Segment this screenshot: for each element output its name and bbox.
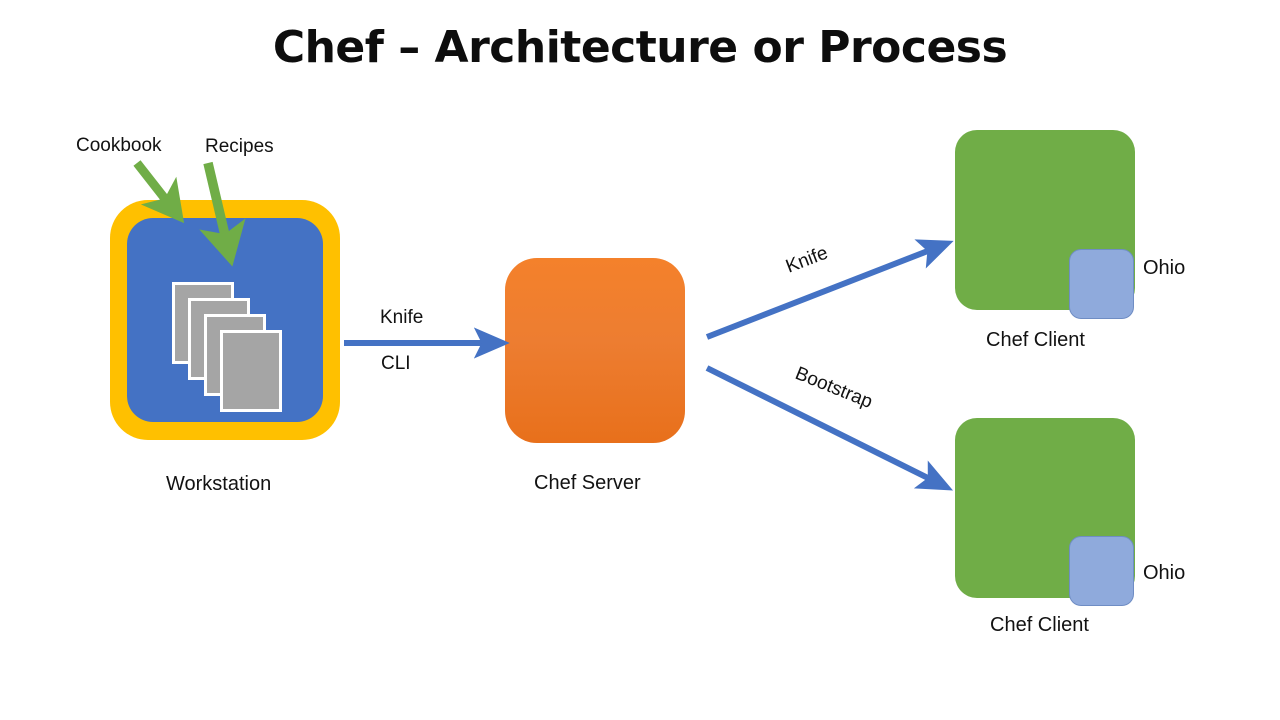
knife-label-diagonal: Knife: [783, 242, 831, 278]
bootstrap-label: Bootstrap: [792, 363, 876, 413]
knife-label-cli: Knife: [380, 307, 424, 328]
chef-server-node[interactable]: [505, 258, 685, 443]
chef-client-top-caption: Chef Client: [986, 329, 1085, 351]
document-card-icon: [220, 330, 282, 412]
workstation-caption: Workstation: [166, 473, 272, 495]
workstation-node[interactable]: [110, 200, 340, 440]
cookbook-label: Cookbook: [76, 135, 162, 156]
ohio-label-bottom: Ohio: [1143, 562, 1186, 584]
chef-client-bottom-caption: Chef Client: [990, 614, 1089, 636]
cli-label: CLI: [381, 353, 411, 374]
ohio-node-top[interactable]: [1069, 249, 1134, 319]
ohio-node-bottom[interactable]: [1069, 536, 1134, 606]
ohio-label-top: Ohio: [1143, 257, 1186, 279]
page-title: Chef – Architecture or Process: [272, 22, 1008, 73]
recipes-label: Recipes: [205, 136, 274, 157]
chef-server-caption: Chef Server: [534, 472, 641, 494]
